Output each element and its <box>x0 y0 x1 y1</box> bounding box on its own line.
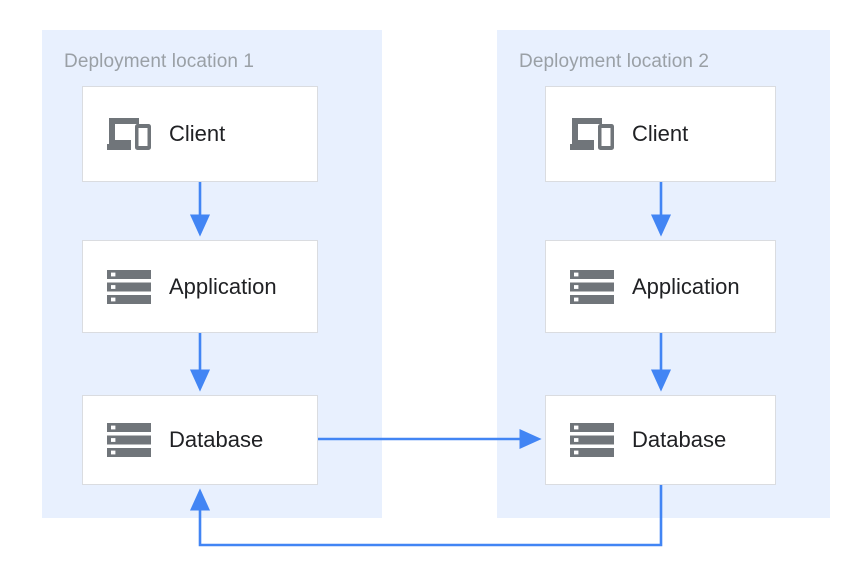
server-rack-icon <box>570 269 614 304</box>
zone-label-deployment-location-2: Deployment location 2 <box>519 51 710 72</box>
server-rack-icon <box>107 423 151 457</box>
node-label-database-2: Database <box>632 427 727 452</box>
devices-icon <box>107 118 151 150</box>
node-label-application-2: Application <box>632 273 740 299</box>
node-client-2[interactable]: Client <box>545 86 776 182</box>
node-database-1[interactable]: Database <box>82 395 318 485</box>
node-database-2[interactable]: Database <box>545 395 776 485</box>
server-rack-icon <box>570 423 614 457</box>
node-label-application-1: Application <box>169 273 277 299</box>
node-label-client-1: Client <box>169 121 226 146</box>
devices-icon <box>570 118 614 150</box>
node-label-database-1: Database <box>169 427 264 452</box>
server-rack-icon <box>107 269 151 304</box>
node-application-2[interactable]: Application <box>545 240 776 333</box>
node-label-client-2: Client <box>632 121 689 146</box>
node-application-1[interactable]: Application <box>82 240 318 333</box>
node-client-1[interactable]: Client <box>82 86 318 182</box>
zone-label-deployment-location-1: Deployment location 1 <box>64 51 255 72</box>
